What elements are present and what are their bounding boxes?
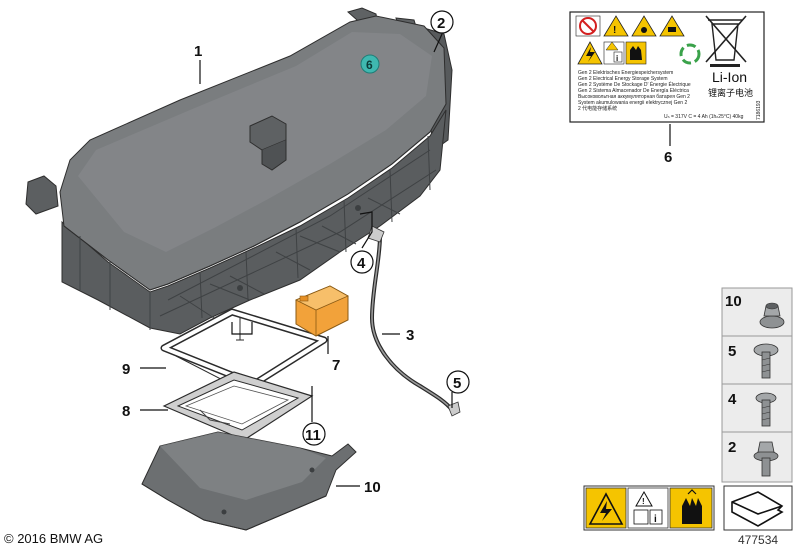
manual-warning-icon: ! i — [627, 487, 669, 529]
gloves-icon — [625, 41, 647, 65]
callout-10: 10 — [364, 479, 381, 496]
flange-nut-icon — [759, 302, 785, 329]
callout-4: 4 — [357, 255, 366, 272]
fastener-label-10: 10 — [725, 293, 742, 310]
fastener-label-4: 4 — [728, 391, 737, 408]
hex-bolt-icon — [753, 441, 779, 477]
label-side-code: 7186193 — [756, 100, 762, 120]
gasket-frame-8 — [162, 371, 314, 441]
callout-7: 7 — [332, 357, 340, 374]
safety-pictogram-strip: ! i — [583, 485, 715, 531]
callout-11-circle — [302, 422, 326, 446]
battery-type-text: Li-Ion — [712, 69, 747, 85]
fastener-panel: 10 5 4 2 — [721, 287, 793, 483]
svg-text:!: ! — [642, 497, 645, 506]
bolt-icon — [755, 392, 777, 427]
battery-type-cn-text: 锂离子电池 — [708, 87, 753, 99]
label-line-7: 2 代电能存储系统 — [578, 105, 617, 112]
svg-text:i: i — [616, 54, 618, 63]
no-trash-icon — [705, 15, 747, 67]
high-voltage-icon — [577, 41, 603, 65]
callout-5: 5 — [453, 375, 461, 392]
svg-text:!: ! — [613, 25, 616, 36]
warning-triangle-icon: ! — [603, 15, 629, 37]
label-line-4: Gen 2 Sistema Almacenador De Energía Elé… — [578, 88, 689, 94]
corrosive-warning-icon — [659, 15, 685, 37]
label-line-5: Высоковольтная аккумуляторная батарея Ge… — [578, 94, 690, 100]
ground-cable — [367, 225, 461, 417]
no-fire-icon — [575, 15, 601, 37]
explosion-warning-icon — [631, 15, 657, 37]
document-number: 477534 — [738, 533, 779, 547]
high-voltage-warning-icon — [585, 487, 627, 529]
protective-gloves-icon — [669, 487, 713, 529]
label-line-1: Gen 2 Elektrisches Energiespeichersystem — [578, 70, 673, 76]
callout-6: 6 — [664, 149, 672, 166]
callout-6-badge: 6 — [366, 58, 373, 72]
callout-4-circle — [350, 250, 374, 274]
base-tray — [141, 431, 357, 531]
pan-head-screw-icon — [753, 343, 779, 379]
label-line-3: Gen 2 Système De Stockage D' Énergie Éle… — [578, 81, 691, 88]
label-specs: Uₙ = 317V C = 4 Ah (1hₙ25°C) 40kg — [664, 114, 744, 120]
callout-2-circle — [430, 10, 454, 34]
warning-label: ! i — [569, 11, 765, 123]
read-manual-icon: i — [603, 41, 625, 65]
svg-text:i: i — [654, 514, 657, 525]
callout-8: 8 — [122, 403, 130, 420]
recycle-icon — [679, 43, 701, 65]
housing-ribs — [79, 135, 437, 330]
callout-5-circle — [446, 370, 470, 394]
leader-lines — [140, 33, 671, 487]
direction-arrow-icon — [723, 485, 793, 531]
fastener-label-2: 2 — [728, 439, 736, 456]
label-line-6: System akumulowania energii elektrycznej… — [578, 100, 687, 106]
copyright-text: © 2016 BMW AG — [4, 531, 104, 546]
callout-1: 1 — [194, 43, 202, 60]
battery-housing — [25, 7, 453, 335]
fastener-label-5: 5 — [728, 343, 736, 360]
callout-11: 11 — [305, 427, 321, 444]
callout-9: 9 — [122, 361, 130, 378]
callout-2: 2 — [437, 15, 445, 32]
callout-6-badge-circle — [360, 54, 380, 74]
label-line-2: Gen 2 Electrical Energy Storage System — [578, 76, 668, 82]
orange-connector — [295, 285, 349, 337]
callout-3: 3 — [406, 327, 414, 344]
